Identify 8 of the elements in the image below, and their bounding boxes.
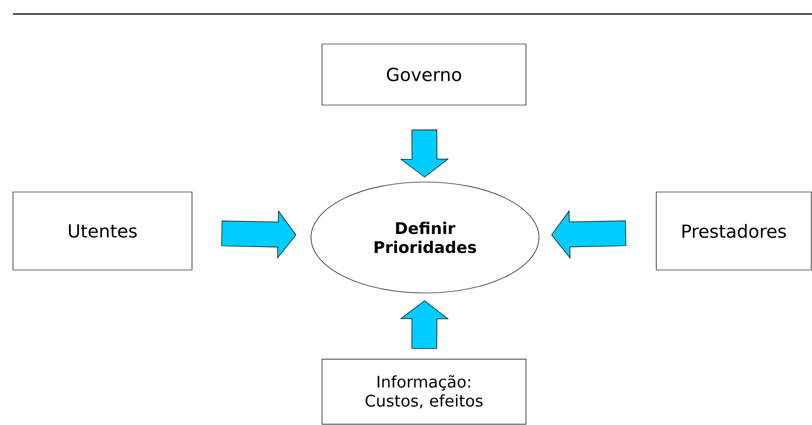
text-box: Informação: Custos, efeitos	[322, 358, 526, 425]
block-arrow	[221, 210, 296, 259]
text-box: Utentes	[12, 192, 192, 270]
block-arrow	[551, 210, 626, 259]
block-arrow	[400, 130, 449, 178]
text-box: Prestadores	[656, 192, 812, 270]
block-arrow	[400, 300, 449, 349]
text-box: Governo	[322, 44, 526, 106]
